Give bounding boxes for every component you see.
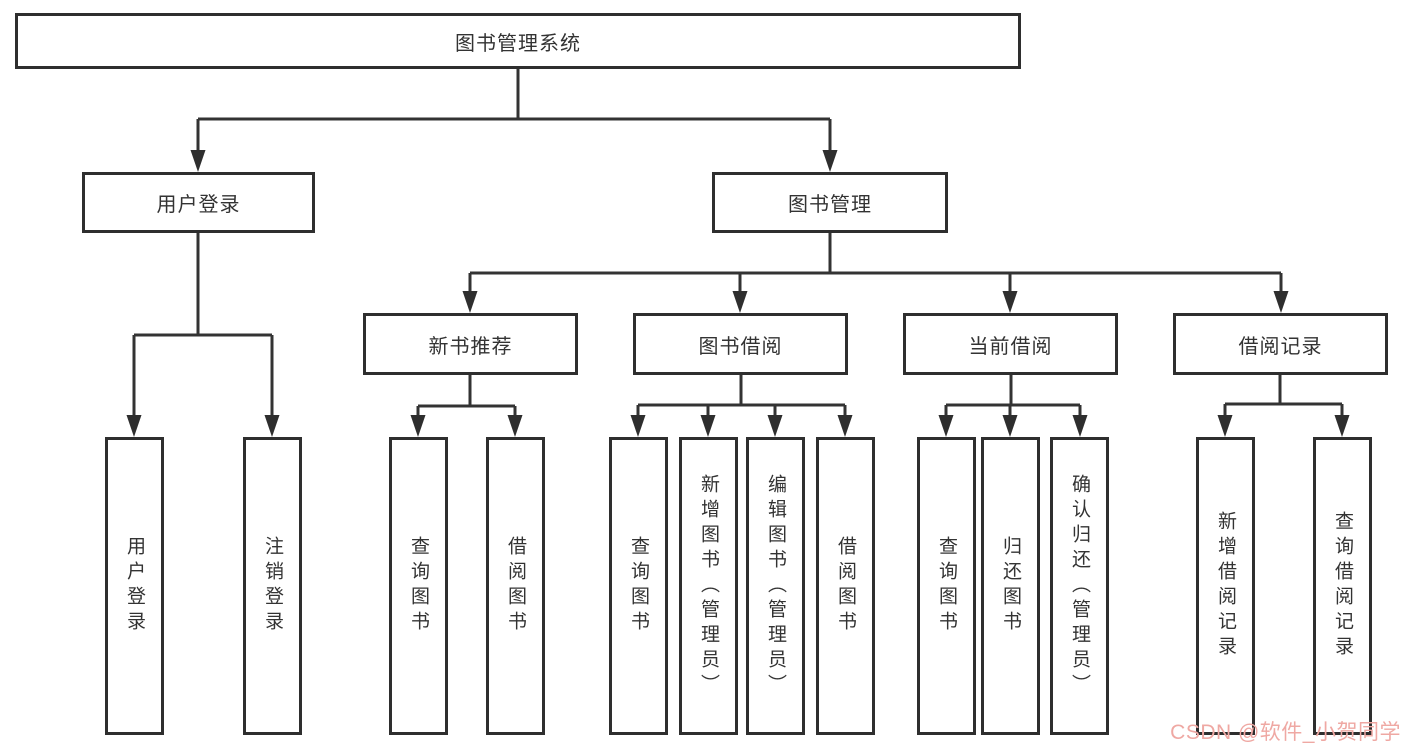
node-label: 归还图书 xyxy=(1000,536,1021,636)
node-label: 新书推荐 xyxy=(428,335,513,358)
node-new-book-recommend: 新书推荐 xyxy=(363,313,578,375)
node-label: 用户登录 xyxy=(124,536,145,636)
node-label: 借阅记录 xyxy=(1238,335,1323,358)
leaf-add-borrow-record: 新增借阅记录 xyxy=(1196,437,1255,735)
leaf-logout: 注销登录 xyxy=(243,437,302,735)
leaf-borrow-books: 借阅图书 xyxy=(816,437,875,735)
node-label: 新增借阅记录 xyxy=(1215,511,1236,661)
node-current-borrow: 当前借阅 xyxy=(903,313,1118,375)
node-label: 查询借阅记录 xyxy=(1332,511,1353,661)
node-label: 查询图书 xyxy=(408,536,429,636)
leaf-return-books: 归还图书 xyxy=(981,437,1040,735)
node-user-login: 用户登录 xyxy=(82,172,315,233)
node-label: 图书借阅 xyxy=(698,335,783,358)
node-label: 借阅图书 xyxy=(835,536,856,636)
leaf-query-borrow-record: 查询借阅记录 xyxy=(1313,437,1372,735)
leaf-borrow-books-recommend: 借阅图书 xyxy=(486,437,545,735)
leaf-confirm-return-admin: 确认归还（管理员） xyxy=(1050,437,1109,735)
node-label: 当前借阅 xyxy=(968,335,1053,358)
node-library-system: 图书管理系统 xyxy=(15,13,1021,69)
node-label: 用户登录 xyxy=(156,194,241,216)
node-borrow-records: 借阅记录 xyxy=(1173,313,1388,375)
node-book-management: 图书管理 xyxy=(712,172,948,233)
leaf-query-books-borrow: 查询图书 xyxy=(609,437,668,735)
node-label: 编辑图书（管理员） xyxy=(765,473,786,699)
node-label: 图书管理 xyxy=(788,194,872,216)
node-label: 注销登录 xyxy=(262,536,283,636)
node-label: 图书管理系统 xyxy=(455,32,581,55)
node-label: 新增图书（管理员） xyxy=(698,473,719,699)
node-label: 查询图书 xyxy=(936,536,957,636)
leaf-add-books-admin: 新增图书（管理员） xyxy=(679,437,738,735)
leaf-query-books-recommend: 查询图书 xyxy=(389,437,448,735)
node-label: 确认归还（管理员） xyxy=(1069,473,1090,699)
node-label: 借阅图书 xyxy=(505,536,526,636)
leaf-user-login: 用户登录 xyxy=(105,437,164,735)
leaf-edit-books-admin: 编辑图书（管理员） xyxy=(746,437,805,735)
csdn-watermark: CSDN @软件_小贺同学 xyxy=(1170,721,1401,744)
leaf-query-books-current: 查询图书 xyxy=(917,437,976,735)
node-label: 查询图书 xyxy=(628,536,649,636)
node-book-borrow: 图书借阅 xyxy=(633,313,848,375)
